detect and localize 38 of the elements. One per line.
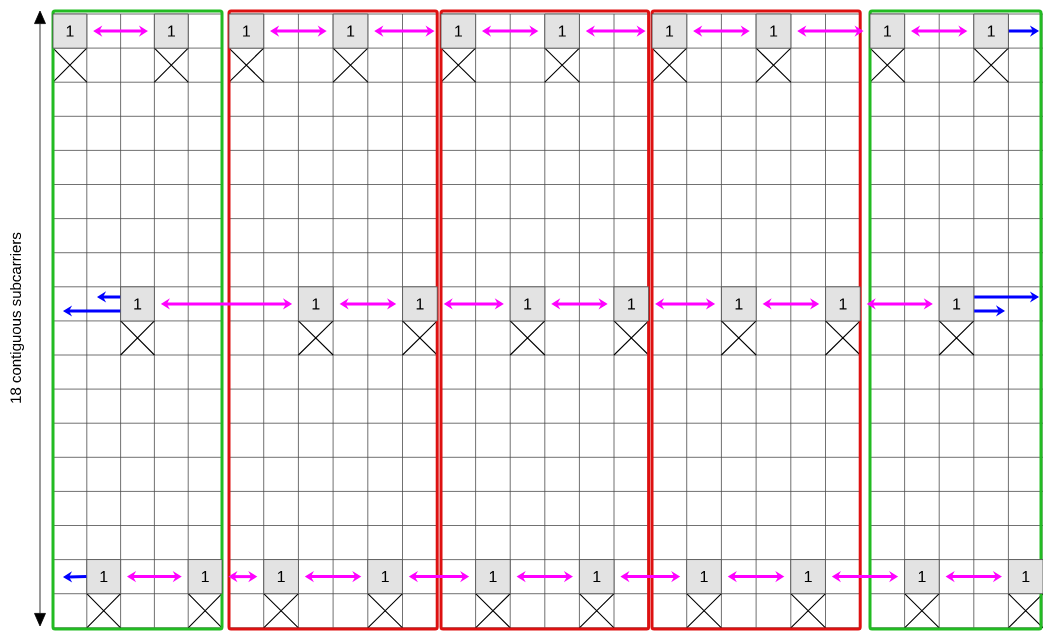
double-arrow [270, 25, 327, 37]
pilot-cell: 1 [402, 286, 438, 322]
double-arrow [93, 25, 148, 37]
pilot-cell: 1 [651, 13, 688, 49]
pilot-cell: 1 [475, 559, 511, 595]
block-frame [51, 9, 224, 631]
pilot-cell: 1 [120, 286, 155, 322]
pilot-cell: 1 [721, 286, 757, 322]
double-arrow [127, 571, 182, 583]
axis-label: 18 contiguous subcarriers [10, 232, 24, 403]
double-arrow [693, 25, 750, 37]
pilot-cell: 1 [973, 13, 1009, 49]
block-frame [868, 9, 1043, 631]
pilot-cell: 1 [544, 13, 580, 49]
pilot-cell: 1 [228, 13, 265, 49]
pilot-cell: 1 [298, 286, 334, 322]
pilot-cell: 1 [332, 13, 369, 49]
pilot-cell: 1 [790, 559, 826, 595]
pilot-cell: 1 [367, 559, 403, 595]
pilot-cell: 1 [579, 559, 615, 595]
block-frame [650, 9, 862, 631]
pilot-cell: 1 [869, 13, 905, 49]
pilot-cell: 1 [904, 559, 940, 595]
pilot-cell: 1 [755, 13, 792, 49]
pilot-cell: 1 [1008, 559, 1043, 595]
pilot-cell: 1 [52, 13, 88, 49]
pilot-cell: 1 [938, 286, 975, 322]
pilot-cell: 1 [825, 286, 861, 322]
pilot-cell: 1 [263, 559, 299, 595]
pilot-cell: 1 [86, 559, 121, 595]
pilot-cell: 1 [154, 13, 189, 49]
pilot-cell: 1 [187, 559, 223, 595]
pilot-cell: 1 [440, 13, 476, 49]
pilot-cell: 1 [509, 286, 546, 322]
block-frame [227, 9, 439, 631]
pilot-cell: 1 [686, 559, 722, 595]
pilot-cell: 1 [613, 286, 649, 322]
block-frame [439, 9, 651, 631]
